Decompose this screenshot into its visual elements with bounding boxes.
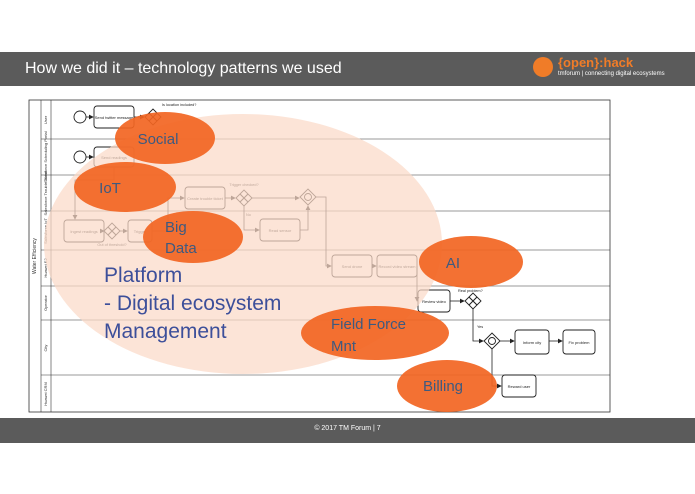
logo-tagline: tmforum | connecting digital ecosystems <box>558 71 665 77</box>
start-event <box>73 150 87 164</box>
gateway-label: Yes <box>477 325 483 329</box>
bubble-label: Social <box>138 131 179 148</box>
big-data-bubble <box>143 211 243 263</box>
task-box <box>562 329 596 355</box>
lane-label: Salesforce Trouble Ticket <box>43 170 48 216</box>
billing-bubble <box>397 360 497 412</box>
bubble-label: AI <box>446 255 460 272</box>
bubble-label: Mnt <box>331 338 357 355</box>
platform-label: Platform <box>104 264 182 287</box>
start-event <box>73 110 87 124</box>
task-box <box>501 374 537 398</box>
footer-text: © 2017 TM Forum | 7 <box>314 425 381 432</box>
bubble-label: Billing <box>423 378 463 395</box>
pool-label: Water Efficiency <box>32 238 38 274</box>
field-force-bubble <box>301 306 449 360</box>
lane-label: Huawei E2 <box>43 258 48 278</box>
logo: {open}:hack tmforum | connecting digital… <box>533 55 683 82</box>
lane-label: Operator <box>43 294 48 310</box>
logo-brand: {open}:hack <box>558 55 634 70</box>
gateway-label: Is location included? <box>162 103 196 107</box>
ai-bubble <box>419 236 523 288</box>
social-bubble <box>115 112 215 164</box>
task-label: Review video <box>422 299 447 304</box>
gateway-label: Real problem? <box>458 289 483 293</box>
platform-label: Management <box>104 320 227 343</box>
iot-bubble <box>74 162 176 212</box>
lane-label: Huawei CRM <box>43 382 48 406</box>
tm-forum-badge-icon <box>533 57 553 77</box>
lane-label: User <box>43 115 48 124</box>
task-label: Inform city <box>523 340 541 345</box>
task-box <box>514 329 550 355</box>
task-label: Fix problem <box>569 340 591 345</box>
task-label: Reward user <box>508 384 531 389</box>
bubble-label: Data <box>165 240 197 257</box>
bubble-label: Big <box>165 219 187 236</box>
slide-title: How we did it – technology patterns we u… <box>25 60 342 77</box>
platform-label: - Digital ecosystem <box>104 292 281 315</box>
lane-label: City <box>43 345 48 352</box>
header-bar: How we did it – technology patterns we u… <box>0 52 695 86</box>
bubble-label: Field Force <box>331 316 406 333</box>
footer-bar: © 2017 TM Forum | 7 <box>0 418 695 443</box>
bubble-label: IoT <box>99 180 121 197</box>
lane-label: Salesforce Scheduling Portal <box>43 131 48 182</box>
task-label: Send twitter message <box>95 115 134 120</box>
